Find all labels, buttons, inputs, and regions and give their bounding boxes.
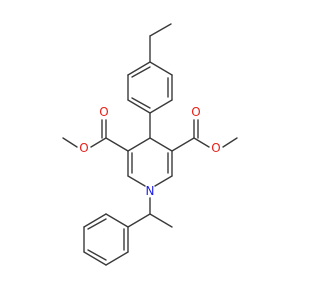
oxygen-label: O [99, 105, 108, 119]
bond [193, 137, 210, 148]
bond [127, 61, 151, 76]
bond [87, 218, 107, 230]
atom-label-layer: O O O O N [79, 105, 220, 198]
bond [83, 251, 107, 266]
oxygen-label: O [79, 141, 88, 155]
bond [149, 23, 172, 37]
bond [171, 137, 195, 152]
bond-layer [62, 23, 238, 266]
bond [127, 175, 146, 187]
nitrogen-label: N [146, 184, 155, 198]
bond [149, 99, 173, 114]
bond [154, 175, 173, 187]
oxygen-label: O [191, 105, 200, 119]
bond [105, 137, 129, 152]
bond [105, 213, 129, 228]
bond [131, 97, 151, 109]
bond [127, 213, 151, 228]
bond [127, 99, 151, 114]
oxygen-label: O [211, 141, 220, 155]
bond [127, 137, 151, 152]
bond [87, 249, 107, 261]
bond [149, 213, 173, 228]
structure-diagram: O O O O N [62, 23, 238, 266]
bond [131, 66, 151, 78]
bond [83, 213, 107, 228]
bond [149, 61, 173, 76]
bond [222, 137, 238, 148]
bond [105, 251, 129, 266]
bond [149, 137, 173, 152]
bond [90, 137, 107, 148]
bond [62, 137, 78, 148]
molecule-canvas: O O O O N [62, 23, 238, 266]
